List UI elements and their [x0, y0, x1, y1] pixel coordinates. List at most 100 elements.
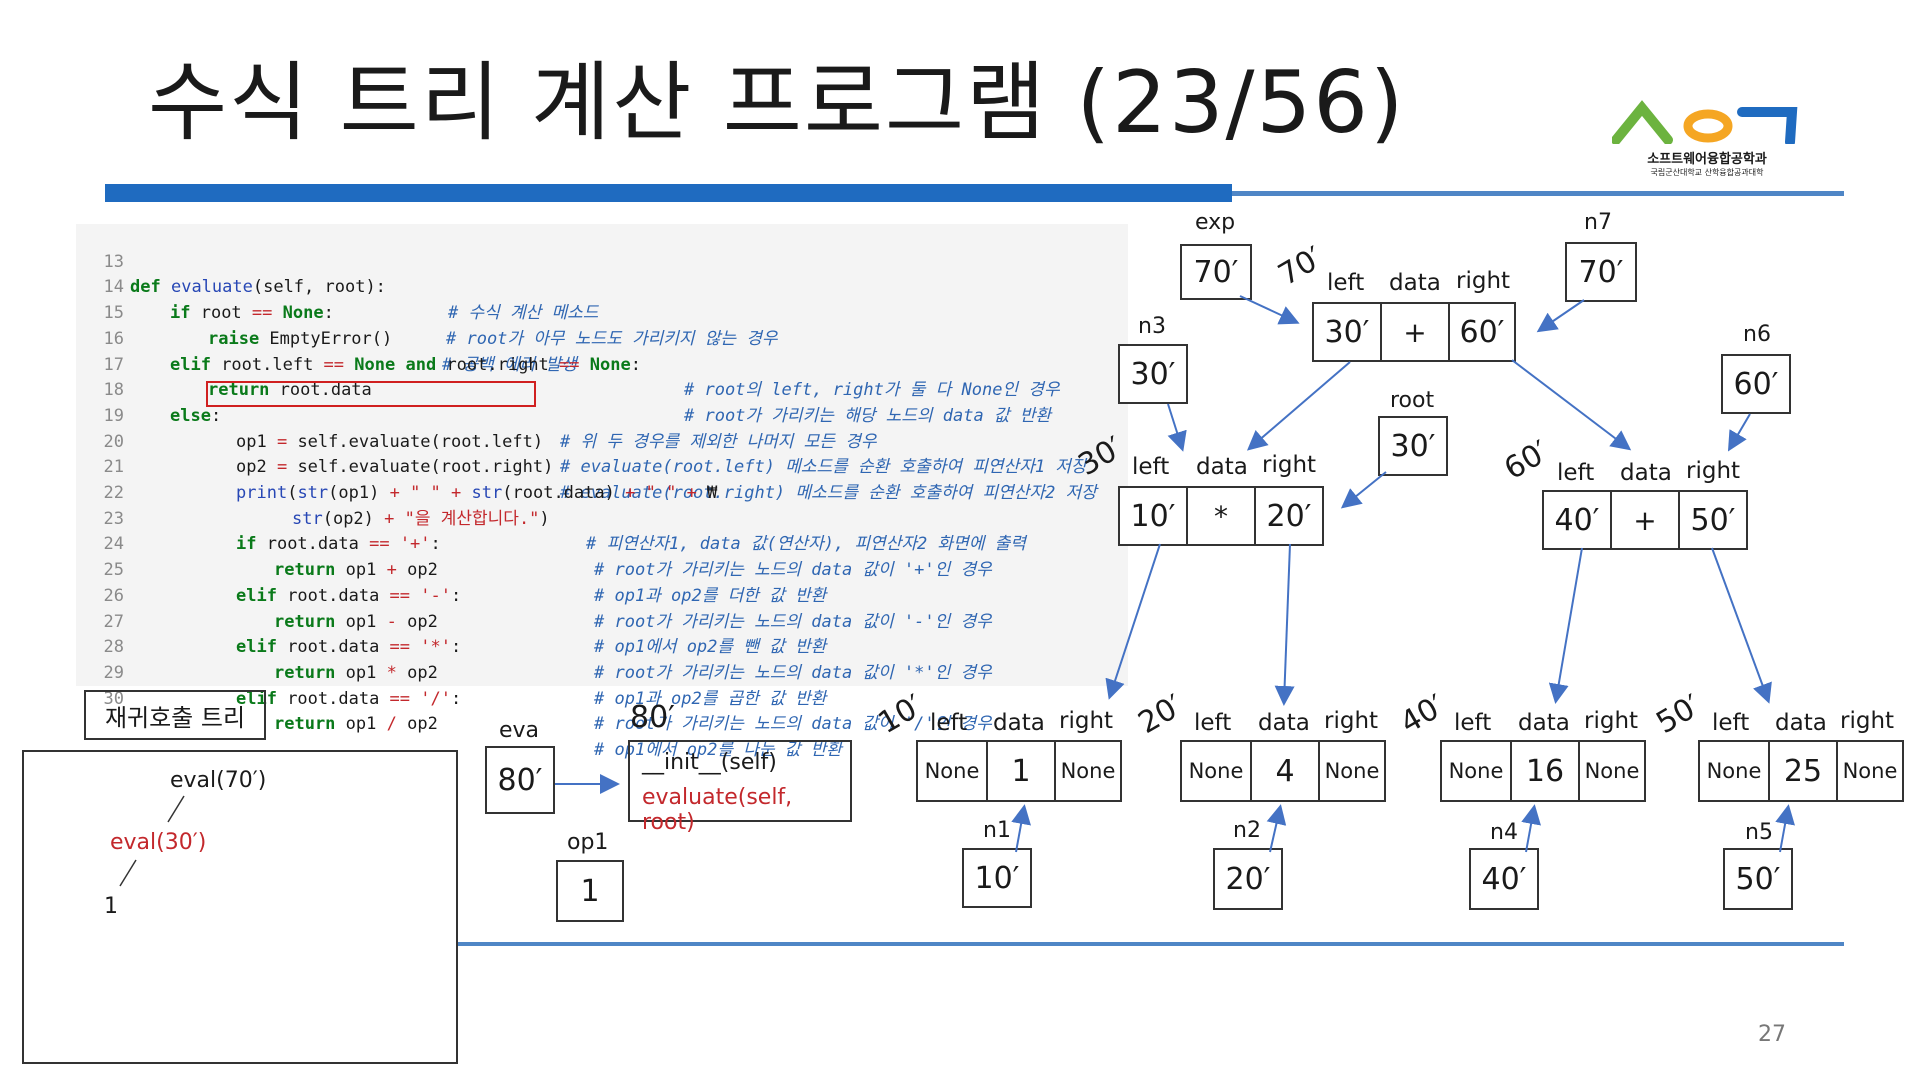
- recursion-edge-1: [167, 795, 185, 823]
- code-line: 14 if root == None: # root가 아무 노드도 가리키지 …: [76, 250, 1128, 348]
- node-70-data: +: [1380, 304, 1448, 360]
- code-line: 24 return op1 + op2 # op1과 op2를 더한 값 반환: [76, 507, 1128, 605]
- code-line: 27 elif root.data == '*': # root가 가리키는 노…: [76, 584, 1128, 683]
- n3-pointer-box: 30′: [1118, 344, 1188, 404]
- arrow-30-to-20: [1274, 543, 1295, 706]
- recursion-call-eval-70: eval(70′): [170, 768, 267, 793]
- recursion-tree-title: 재귀호출 트리: [84, 690, 266, 740]
- arrow-30-to-10: [1105, 543, 1161, 700]
- code-comment: # 공백 에러 발생: [442, 354, 577, 375]
- node-70-right: 60′: [1448, 304, 1514, 360]
- node-50-data: 25: [1768, 742, 1836, 800]
- line-number: 15: [103, 303, 124, 324]
- line-number: 17: [103, 354, 124, 375]
- code-text: return op1 * op2: [274, 662, 438, 683]
- node-10-data: 1: [986, 742, 1054, 800]
- code-text: elif root.data == '*':: [236, 637, 462, 658]
- node-50-right-header: right: [1840, 708, 1895, 734]
- code-comment: # root가 아무 노드도 가리키지 않는 경우: [446, 328, 778, 349]
- node-60-right: 50′: [1678, 492, 1746, 548]
- tree-node-30: 10′ * 20′: [1118, 486, 1324, 546]
- node-10-right: None: [1054, 742, 1120, 800]
- arrow-n5-to-50: [1775, 804, 1795, 853]
- node-60-data-header: data: [1620, 460, 1672, 486]
- line-number: 28: [103, 637, 124, 658]
- line-number: 16: [103, 328, 124, 349]
- node-20-left-header: left: [1194, 710, 1232, 736]
- node-50-left-header: left: [1712, 710, 1750, 736]
- node-20-right: None: [1318, 742, 1384, 800]
- eva-object-box: __init__(self) evaluate(self, root): [628, 740, 852, 835]
- page-number: 27: [1758, 1022, 1786, 1047]
- code-text: else:: [170, 405, 222, 426]
- n5-label: n5: [1745, 820, 1773, 845]
- arrow-exp-to-70: [1239, 295, 1300, 325]
- code-comment: # root가 가리키는 노드의 data 값이 '+'인 경우: [594, 560, 992, 581]
- line-number: 13: [103, 251, 124, 272]
- arrow-n2-to-20: [1266, 804, 1287, 853]
- code-comment: # evaluate(root.left) 메소드를 순환 호출하여 피연산자1…: [560, 457, 1087, 478]
- code-line: 18 else: # 위 두 경우를 제외한 나머지 모든 경우: [76, 353, 1128, 451]
- code-line: 29 elif root.data == '/': # root가 가리키는 노…: [76, 635, 1128, 734]
- code-text: return op1 - op2: [274, 611, 438, 632]
- node-60-right-header: right: [1686, 458, 1741, 484]
- tree-node-70: 30′ + 60′: [1312, 302, 1516, 362]
- code-comment: # 피연산자1, data 값(연산자), 피연산자2 화면에 출력: [586, 534, 1026, 555]
- code-text: return root.data: [208, 380, 372, 401]
- line-number: 19: [103, 405, 124, 426]
- arrow-root-to-30: [1340, 471, 1387, 509]
- code-comment: # root가 가리키는 해당 노드의 data 값 반환: [684, 405, 1052, 426]
- code-text: raise EmptyError(): [208, 328, 393, 349]
- code-line: 25 elif root.data == '-': # root가 가리키는 노…: [76, 532, 1128, 631]
- tree-node-20: None 4 None: [1180, 740, 1386, 802]
- code-text: return op1 / op2: [274, 714, 438, 735]
- eva-label: eva: [499, 718, 540, 743]
- n6-pointer-box: 60′: [1721, 354, 1791, 414]
- tree-node-40: None 16 None: [1440, 740, 1646, 802]
- node-20-data: 4: [1250, 742, 1318, 800]
- logo-text-line2: 국립군산대학교 산학융합공과대학: [1650, 168, 1764, 177]
- code-text: def evaluate(self, root):: [130, 277, 386, 298]
- code-comment: # root가 가리키는 노드의 data 값이 '-'인 경우: [594, 611, 992, 632]
- code-line: 21 print(str(op1) + " " + str(root.data)…: [76, 430, 1128, 503]
- n1-pointer-box: 10′: [962, 848, 1032, 908]
- node-40-right-header: right: [1584, 708, 1639, 734]
- line-number: 25: [103, 560, 124, 581]
- node-40-data: 16: [1510, 742, 1578, 800]
- node-70-right-header: right: [1456, 268, 1511, 294]
- node-30-left-header: left: [1132, 454, 1170, 480]
- tree-node-50: None 25 None: [1698, 740, 1904, 802]
- line-number: 18: [103, 380, 124, 401]
- node-10-right-header: right: [1059, 708, 1114, 734]
- node-30-data: *: [1186, 488, 1254, 544]
- code-comment: # evaluate(root.right) 메소드를 순환 호출하여 피연산자…: [560, 483, 1097, 503]
- code-text: elif root.data == '/':: [236, 688, 462, 709]
- recursion-call-eval-30: eval(30′): [110, 830, 207, 855]
- node-10-data-header: data: [993, 710, 1045, 736]
- code-line: 19 op1 = self.evaluate(root.left) # eval…: [76, 378, 1128, 477]
- node-30-data-header: data: [1196, 454, 1248, 480]
- eva-pointer-box: 80′: [485, 746, 555, 814]
- arrow-70-to-30: [1246, 361, 1351, 451]
- arrow-70-to-60: [1511, 359, 1632, 451]
- bottom-rule: [458, 942, 1844, 946]
- node-40-data-header: data: [1518, 710, 1570, 736]
- op1-label: op1: [567, 830, 609, 855]
- code-line: 15 raise EmptyError() # 공백 에러 발생: [76, 275, 1128, 374]
- node-70-left: 30′: [1324, 314, 1370, 350]
- n4-pointer-box: 40′: [1469, 848, 1539, 910]
- n6-label: n6: [1743, 322, 1771, 347]
- code-comment: # 위 두 경우를 제외한 나머지 모든 경우: [560, 431, 877, 452]
- code-line: 23 if root.data == '+': # root가 가리키는 노드의…: [76, 481, 1128, 580]
- current-line-highlight: [206, 381, 536, 407]
- n1-label: n1: [983, 818, 1011, 843]
- node-60-left-header: left: [1557, 460, 1595, 486]
- code-line: 26 return op1 - op2 # op1에서 op2를 뺀 값 반환: [76, 558, 1128, 657]
- code-text: op1 = self.evaluate(root.left): [236, 431, 544, 452]
- node-60-left: 40′: [1554, 502, 1600, 538]
- code-text: print(str(op1) + " " + str(root.data) + …: [236, 483, 718, 503]
- line-number: 27: [103, 611, 124, 632]
- code-text: op2 = self.evaluate(root.right): [236, 457, 554, 478]
- node-70-data-header: data: [1389, 270, 1441, 296]
- code-comment: # op1에서 op2를 뺀 값 반환: [594, 637, 827, 658]
